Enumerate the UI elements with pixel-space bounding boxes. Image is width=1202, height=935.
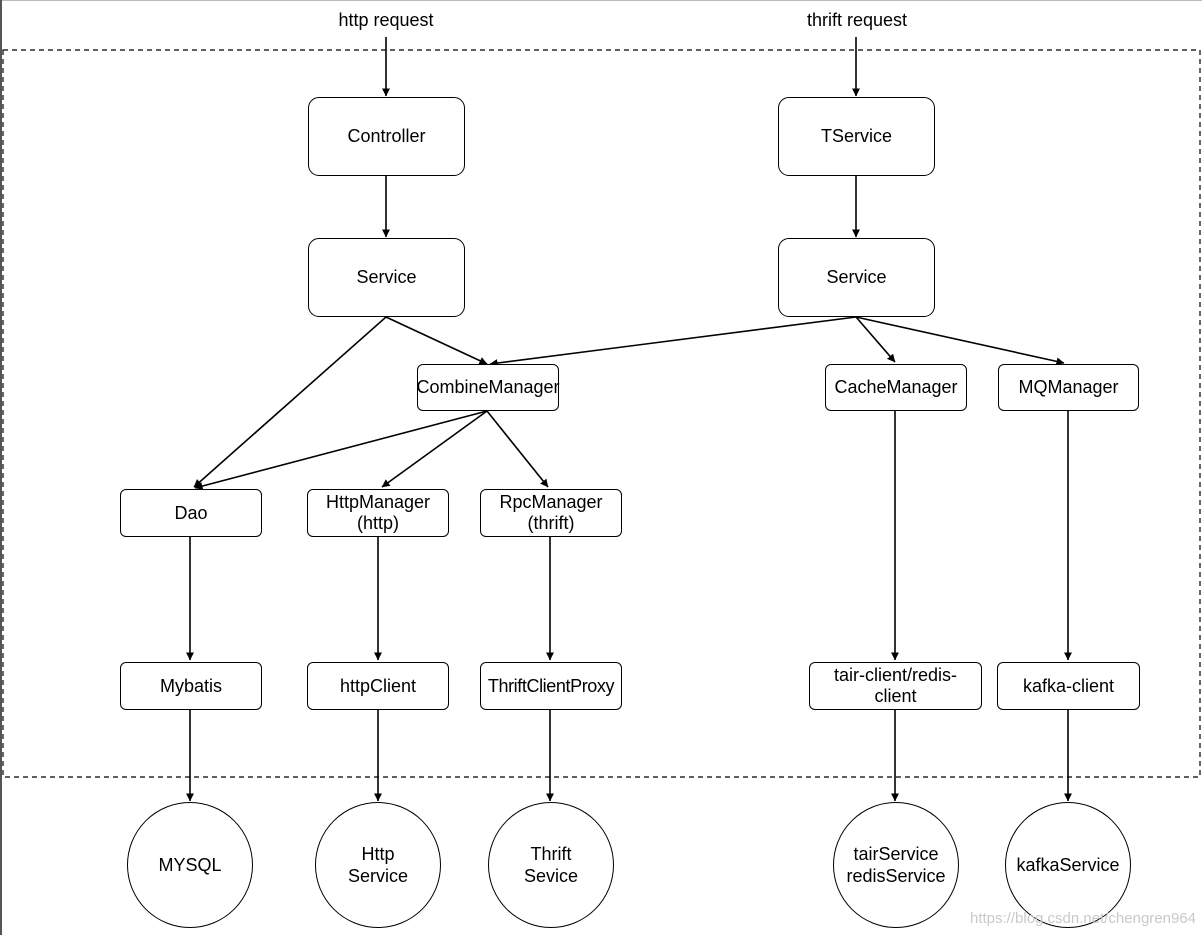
httpclient-label: httpClient — [339, 675, 417, 696]
tairservice-label-line2: redisService — [846, 866, 946, 886]
httpservice-label-line1: Http — [361, 844, 395, 864]
http-request-label: http request — [338, 10, 434, 30]
tairclient-label-line1: tair-client/redis- — [833, 665, 958, 685]
service-left-label: Service — [356, 267, 417, 287]
cachemanager-label: CacheManager — [834, 377, 958, 397]
service-right-node: Service — [778, 238, 935, 317]
mybatis-node: Mybatis — [120, 662, 262, 710]
arrow-combinemanager-to-dao — [194, 410, 488, 490]
arrow-tservice-service-to-combinemanager — [489, 316, 857, 367]
mysql-node: MYSQL — [127, 802, 253, 928]
tairclient-label-line2: client — [874, 686, 917, 706]
kafkaservice-node: kafkaService — [1005, 802, 1131, 928]
thriftservice-label-line2: Sevice — [523, 866, 579, 886]
tservice-node: TService — [778, 97, 935, 176]
top-border-line — [0, 0, 1202, 1]
rpcmanager-label-line1: RpcManager — [499, 492, 603, 512]
thriftservice-node: Thrift Sevice — [488, 802, 614, 928]
rpcmanager-label-line2: (thrift) — [527, 513, 575, 533]
tairservice-label-line1: tairService — [853, 844, 939, 864]
tairservice-node: tairService redisService — [833, 802, 959, 928]
arrow-combinemanager-to-httpmanager — [381, 410, 488, 488]
thrift-request-label: thrift request — [806, 10, 908, 30]
tairclient-node: tair-client/redis- client — [809, 662, 982, 710]
kafkaservice-label: kafkaService — [1016, 855, 1120, 875]
cachemanager-node: CacheManager — [825, 364, 967, 411]
httpmanager-label-line1: HttpManager — [325, 492, 431, 512]
arrow-combinemanager-to-rpcmanager — [486, 410, 549, 488]
thriftclientproxy-label: ThriftClientProxy — [487, 675, 615, 696]
controller-label: Controller — [347, 126, 426, 146]
application-boundary — [2, 49, 1201, 778]
service-right-label: Service — [826, 267, 887, 287]
thriftclientproxy-node: ThriftClientProxy — [480, 662, 622, 710]
httpmanager-label-line2: (http) — [356, 513, 399, 533]
dao-node: Dao — [120, 489, 262, 537]
mqmanager-label: MQManager — [1018, 377, 1119, 397]
mybatis-label: Mybatis — [159, 675, 222, 696]
httpmanager-node: HttpManager (http) — [307, 489, 449, 537]
service-left-node: Service — [308, 238, 465, 317]
tservice-label: TService — [820, 126, 892, 146]
kafkaclient-node: kafka-client — [997, 662, 1140, 710]
mqmanager-node: MQManager — [998, 364, 1139, 411]
arrow-service-to-combinemanager — [385, 316, 488, 365]
controller-node: Controller — [308, 97, 465, 176]
arrow-service-to-mqmanager — [855, 316, 1065, 366]
kafkaclient-label: kafka-client — [1022, 675, 1115, 696]
combinemanager-node: CombineManager — [416, 364, 560, 411]
arrow-service-to-cachemanager — [855, 316, 896, 363]
rpcmanager-node: RpcManager (thrift) — [480, 489, 622, 537]
thriftservice-label-line1: Thrift — [530, 844, 572, 864]
combinemanager-label: CombineManager — [416, 377, 560, 397]
httpservice-label-line2: Service — [347, 866, 409, 886]
left-border-line — [0, 0, 2, 935]
httpservice-node: Http Service — [315, 802, 441, 928]
watermark: https://blog.csdn.net/chengren964 — [970, 910, 1196, 927]
dao-label: Dao — [174, 502, 208, 523]
httpclient-node: httpClient — [307, 662, 449, 710]
arrow-service-to-dao — [193, 316, 387, 488]
mysql-label: MYSQL — [158, 855, 222, 875]
